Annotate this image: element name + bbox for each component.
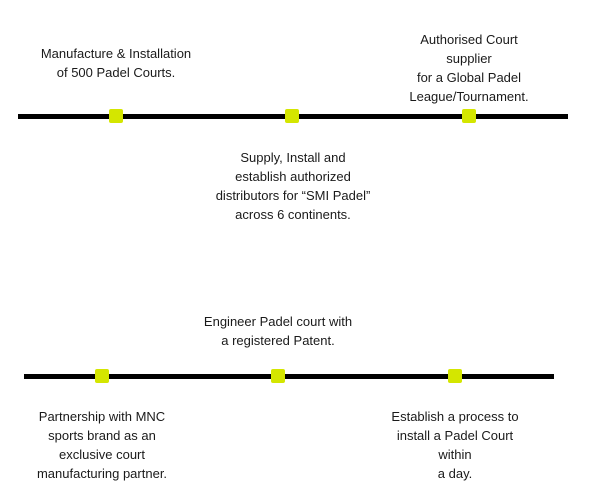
milestone-label: Manufacture & Installation of 500 Padel … bbox=[40, 46, 192, 80]
milestone-label: Establish a process to install a Padel C… bbox=[391, 409, 519, 481]
milestone-label: Authorised Court supplier for a Global P… bbox=[409, 32, 529, 104]
milestone-label: Partnership with MNC sports brand as an … bbox=[36, 409, 168, 481]
milestone-label: Supply, Install and establish authorized… bbox=[215, 150, 371, 222]
timeline-1-marker-1 bbox=[109, 109, 123, 123]
milestone-label: Engineer Padel court with a registered P… bbox=[203, 314, 353, 348]
timeline-2-marker-1 bbox=[95, 369, 109, 383]
timeline-2-marker-2 bbox=[271, 369, 285, 383]
timeline-1-marker-2 bbox=[285, 109, 299, 123]
timeline-2-marker-3 bbox=[448, 369, 462, 383]
timeline-1-marker-3 bbox=[462, 109, 476, 123]
timeline-2-line bbox=[24, 374, 554, 379]
